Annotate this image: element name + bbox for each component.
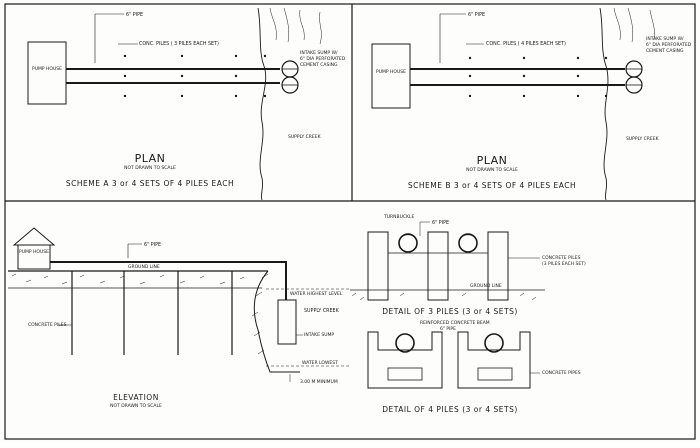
- detail-4-pipe-2: [484, 333, 504, 353]
- elevation-pipe-label: 6" PIPE: [144, 242, 161, 248]
- piles-b-label: CONC. PILES ( 4 PILES EACH SET): [486, 41, 566, 47]
- detail-4-pipes-label: CONCRETE PIPES: [542, 370, 581, 376]
- pump-house-a-label: PUMP HOUSE: [32, 66, 62, 72]
- creek-a-label: SUPPLY CREEK: [288, 134, 322, 140]
- creek-hatching-b: [613, 7, 655, 43]
- pile-3c: [487, 231, 509, 301]
- detail-4-piles: REINFORCED CONCRETE BEAM 6" PIPE CONCRET…: [367, 320, 581, 414]
- detail-4-frame-right: [457, 331, 531, 389]
- creek-hatching-a: [269, 7, 322, 45]
- sump-a-label-3: CEMENT CASING: [300, 62, 338, 68]
- supply-creek-label: SUPPLY CREEK: [304, 308, 340, 314]
- elevation-piles: [71, 271, 233, 355]
- sump-b-label-1: INTAKE SUMP W/: [646, 36, 684, 42]
- detail-3-pipe-label: 6" PIPE: [432, 220, 449, 226]
- pump-house-roof: [12, 227, 56, 246]
- pipe-a-label: 6" PIPE: [126, 12, 143, 18]
- detail-3-piles-label: CONCRETE PILES: [542, 255, 581, 261]
- scheme-a-caption: SCHEME A 3 or 4 SETS OF 4 PILES EACH: [66, 179, 234, 188]
- scheme-b-caption: SCHEME B 3 or 4 SETS OF 4 PILES EACH: [408, 181, 576, 190]
- pump-house-b-label: PUMP HOUSE: [376, 69, 406, 75]
- pipe-a-leader: [94, 13, 124, 63]
- elevation-title: ELEVATION: [113, 393, 159, 402]
- creek-b-label: SUPPLY CREEK: [626, 136, 660, 142]
- detail-4-void-left: [387, 367, 423, 381]
- pump-house-elev-label: PUMP HOUSE: [19, 249, 49, 255]
- piles-a-label: CONC. PILES ( 3 PILES EACH SET): [139, 41, 219, 47]
- pipe-b-leader: [439, 13, 466, 63]
- turnbuckle-label: TURNBUCKLE: [383, 214, 415, 220]
- detail-4-pipe-1: [395, 333, 415, 353]
- pile-3a: [367, 231, 389, 301]
- pump-house-a: [27, 41, 67, 105]
- elevation-pipe: [50, 261, 287, 300]
- water-lowest-label: WATER LOWEST: [302, 360, 338, 366]
- ground-line-label: GROUND LINE: [128, 264, 160, 270]
- detail-3-piles: TURNBUCKLE 6" PIPE CONCRETE PILES (3 PIL…: [350, 214, 586, 316]
- plan-scheme-b: PUMP HOUSE 6" PIPE CONC. PILES ( 4 PILES…: [371, 7, 692, 201]
- detail-3-ground-label: GROUND LINE: [470, 283, 502, 289]
- detail-4-beam-label: REINFORCED CONCRETE BEAM: [420, 320, 490, 326]
- sump-a-label-1: INTAKE SUMP W/: [300, 50, 338, 56]
- detail-3-piles-note: (3 PILES EACH SET): [542, 261, 586, 267]
- plan-a-note: NOT DRAWN TO SCALE: [124, 165, 176, 171]
- elevation-note: NOT DRAWN TO SCALE: [110, 403, 162, 409]
- water-highest-label: WATER HIGHEST LEVEL: [290, 291, 343, 297]
- pipe-b-label: 6" PIPE: [468, 12, 485, 18]
- sump-a-label-2: 6" DIA PERFORATED: [300, 56, 346, 62]
- plan-scheme-a: PUMP HOUSE 6" PIPE CONC. PILES ( 3 PILES…: [27, 7, 346, 201]
- pump-house-b: [371, 43, 411, 109]
- elevation-piles-label: CONCRETE PILES: [28, 322, 67, 328]
- intake-sump-elev: [277, 299, 297, 345]
- detail-4-pipe-label: 6" PIPE: [440, 326, 456, 332]
- intake-sump-label: INTAKE SUMP: [304, 332, 334, 338]
- creek-bank-b: [599, 7, 609, 201]
- plan-a-title: PLAN: [135, 152, 166, 165]
- detail-3-caption: DETAIL OF 3 PILES (3 or 4 SETS): [382, 307, 518, 316]
- sump-b-label-3: CEMENT CASING: [646, 48, 684, 54]
- detail-4-void-right: [477, 367, 513, 381]
- plan-b-title: PLAN: [477, 154, 508, 167]
- sump-b-label-2: 6" DIA PERFORATED: [646, 42, 692, 48]
- min-depth-label: 3.00 M MINIMUM: [300, 379, 338, 385]
- ground-hatching: [11, 273, 245, 285]
- detail-4-frame-left: [367, 331, 443, 389]
- pile-3b: [427, 231, 449, 301]
- detail-3-straps: [398, 234, 478, 244]
- detail-4-caption: DETAIL OF 4 PILES (3 or 4 SETS): [382, 405, 518, 414]
- elevation-view: PUMP HOUSE GROUND LINE 6" PIPE CONCRETE …: [8, 227, 350, 409]
- pile-markers-b: [468, 56, 608, 98]
- sheet-border: [4, 3, 696, 440]
- pile-markers-a: [123, 54, 267, 98]
- creek-bank-a: [257, 7, 267, 201]
- creek-bank-elev: [253, 270, 300, 373]
- pump-house-elev: [17, 244, 51, 270]
- plan-b-note: NOT DRAWN TO SCALE: [466, 167, 518, 173]
